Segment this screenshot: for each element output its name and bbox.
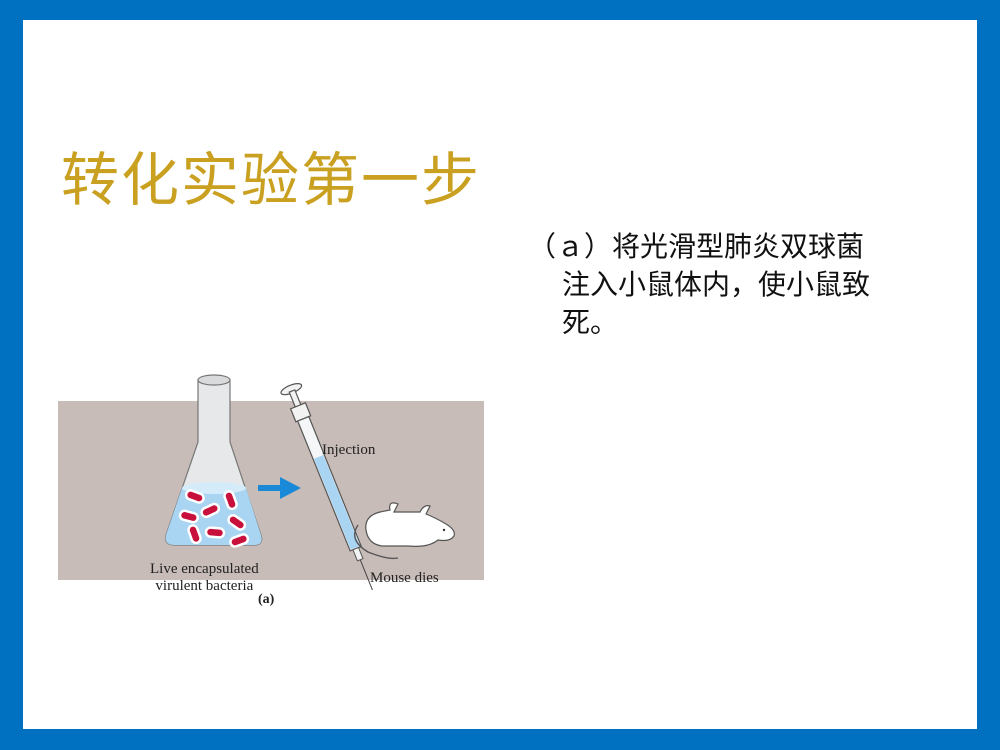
body-line-2: 注入小鼠体内，使小鼠致 [562, 268, 871, 301]
experiment-figure: Injection Live encapsulated virulent bac… [58, 360, 484, 620]
flask-label-line-1: Live encapsulated [150, 561, 259, 577]
figure-caption: (a) [258, 592, 275, 607]
body-line-3: 死。 [562, 306, 619, 339]
flask-icon [165, 374, 263, 548]
slide-body-text: （ａ）将光滑型肺炎双球菌 注入小鼠体内，使小鼠致 死。 [528, 228, 948, 342]
flask-label: Live encapsulated virulent bacteria [150, 561, 259, 595]
slide: 转化实验第一步 （ａ）将光滑型肺炎双球菌 注入小鼠体内，使小鼠致 死。 [23, 20, 977, 729]
mouse-icon [354, 502, 455, 560]
slide-title: 转化实验第一步 [61, 146, 482, 214]
figure-illustration [165, 374, 455, 590]
body-line-1: （ａ）将光滑型肺炎双球菌 [528, 230, 865, 263]
mouse-dies-label: Mouse dies [370, 570, 439, 586]
syringe-icon [280, 382, 374, 590]
flask-label-line-2: virulent bacteria [155, 578, 254, 594]
arrow-right-icon [258, 477, 301, 499]
injection-label: Injection [322, 442, 376, 458]
